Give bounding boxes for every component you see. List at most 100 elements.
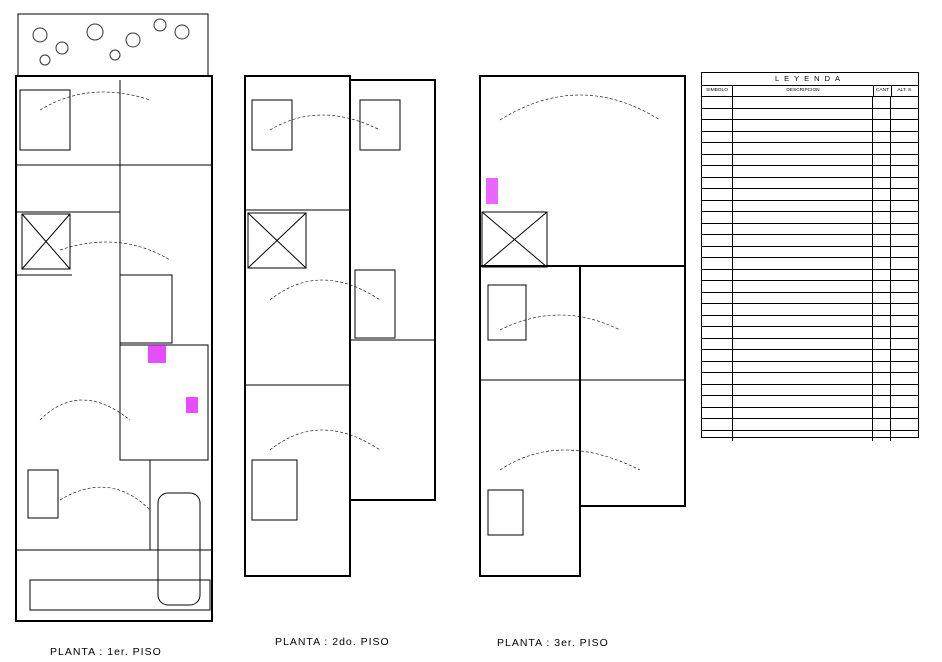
caption-floor3: PLANTA : 3er. PISO (497, 637, 609, 649)
legend-cell (702, 384, 733, 395)
legend-cell (891, 408, 918, 419)
legend-row (702, 189, 918, 201)
legend-cell (891, 178, 918, 189)
legend-cell (702, 407, 733, 418)
legend-title: LEYENDA (702, 73, 918, 86)
legend-cell (891, 339, 918, 350)
legend-cell (873, 177, 891, 188)
legend-cell (733, 373, 873, 384)
legend-cell (702, 143, 733, 154)
legend-cell (702, 154, 733, 165)
legend-row (702, 212, 918, 224)
legend-col-qty: CANT (874, 86, 892, 96)
legend-row (702, 419, 918, 431)
legend-cell (873, 223, 891, 234)
legend-cell (702, 430, 733, 441)
legend-cell (873, 396, 891, 407)
legend-cell (733, 246, 873, 257)
legend-cell (891, 155, 918, 166)
legend-cell (873, 292, 891, 303)
legend-cell (891, 120, 918, 131)
legend-cell (702, 189, 733, 200)
legend-cell (873, 373, 891, 384)
legend-cell (873, 154, 891, 165)
legend-cell (733, 315, 873, 326)
legend-cell (873, 430, 891, 441)
legend-cell (702, 396, 733, 407)
legend-cell (702, 97, 733, 108)
legend-cell (873, 189, 891, 200)
legend-cell (733, 235, 873, 246)
legend-cell (873, 97, 891, 108)
legend-cell (733, 396, 873, 407)
legend-cell (873, 200, 891, 211)
legend-cell (873, 143, 891, 154)
legend-cell (891, 235, 918, 246)
legend-row (702, 373, 918, 385)
floor3-plan (479, 75, 686, 577)
legend-cell (733, 384, 873, 395)
legend-cell (733, 143, 873, 154)
legend-cell (733, 131, 873, 142)
legend-row (702, 223, 918, 235)
legend-cell (733, 338, 873, 349)
legend-col-height: ALT. S. N.P.T. (897, 88, 913, 93)
legend-rows (702, 97, 918, 441)
legend-cell (733, 430, 873, 441)
legend-cell (733, 189, 873, 200)
legend-cell (702, 212, 733, 223)
legend-cell (733, 292, 873, 303)
legend-cell (873, 235, 891, 246)
legend-cell (873, 281, 891, 292)
legend-cell (702, 292, 733, 303)
legend-cell (733, 419, 873, 430)
legend-row (702, 327, 918, 339)
legend-cell (891, 270, 918, 281)
legend-cell (702, 315, 733, 326)
legend-cell (733, 177, 873, 188)
legend-cell (733, 212, 873, 223)
legend-cell (891, 316, 918, 327)
floor2-plan (244, 75, 436, 577)
legend-cell (702, 120, 733, 131)
legend-cell (702, 281, 733, 292)
legend-cell (891, 109, 918, 120)
legend-row (702, 120, 918, 132)
legend-cell (891, 143, 918, 154)
legend-cell (733, 258, 873, 269)
legend-cell (891, 247, 918, 258)
legend-col-description: DESCRIPCION (733, 86, 874, 96)
legend-cell (891, 385, 918, 396)
caption-floor1: PLANTA : 1er. PISO (50, 646, 162, 658)
legend-cell (873, 419, 891, 430)
legend-cell (702, 200, 733, 211)
legend-cell (873, 258, 891, 269)
legend-cell (891, 293, 918, 304)
legend-row (702, 166, 918, 178)
legend-cell (891, 132, 918, 143)
legend-cell (702, 361, 733, 372)
legend-row (702, 131, 918, 143)
legend-cell (733, 327, 873, 338)
legend-cell (733, 200, 873, 211)
legend-cell (873, 120, 891, 131)
legend-cell (702, 419, 733, 430)
legend-cell (702, 258, 733, 269)
legend-cell (702, 166, 733, 177)
legend-row (702, 407, 918, 419)
legend-cell (702, 108, 733, 119)
legend-row (702, 338, 918, 350)
legend-cell (873, 166, 891, 177)
legend-cell (873, 338, 891, 349)
legend-cell (873, 361, 891, 372)
legend-cell (733, 154, 873, 165)
legend-cell (891, 166, 918, 177)
legend-row (702, 292, 918, 304)
legend-cell (733, 166, 873, 177)
legend-cell (873, 384, 891, 395)
legend-row (702, 269, 918, 281)
legend-cell (733, 120, 873, 131)
legend-cell (891, 431, 918, 442)
legend-row (702, 258, 918, 270)
